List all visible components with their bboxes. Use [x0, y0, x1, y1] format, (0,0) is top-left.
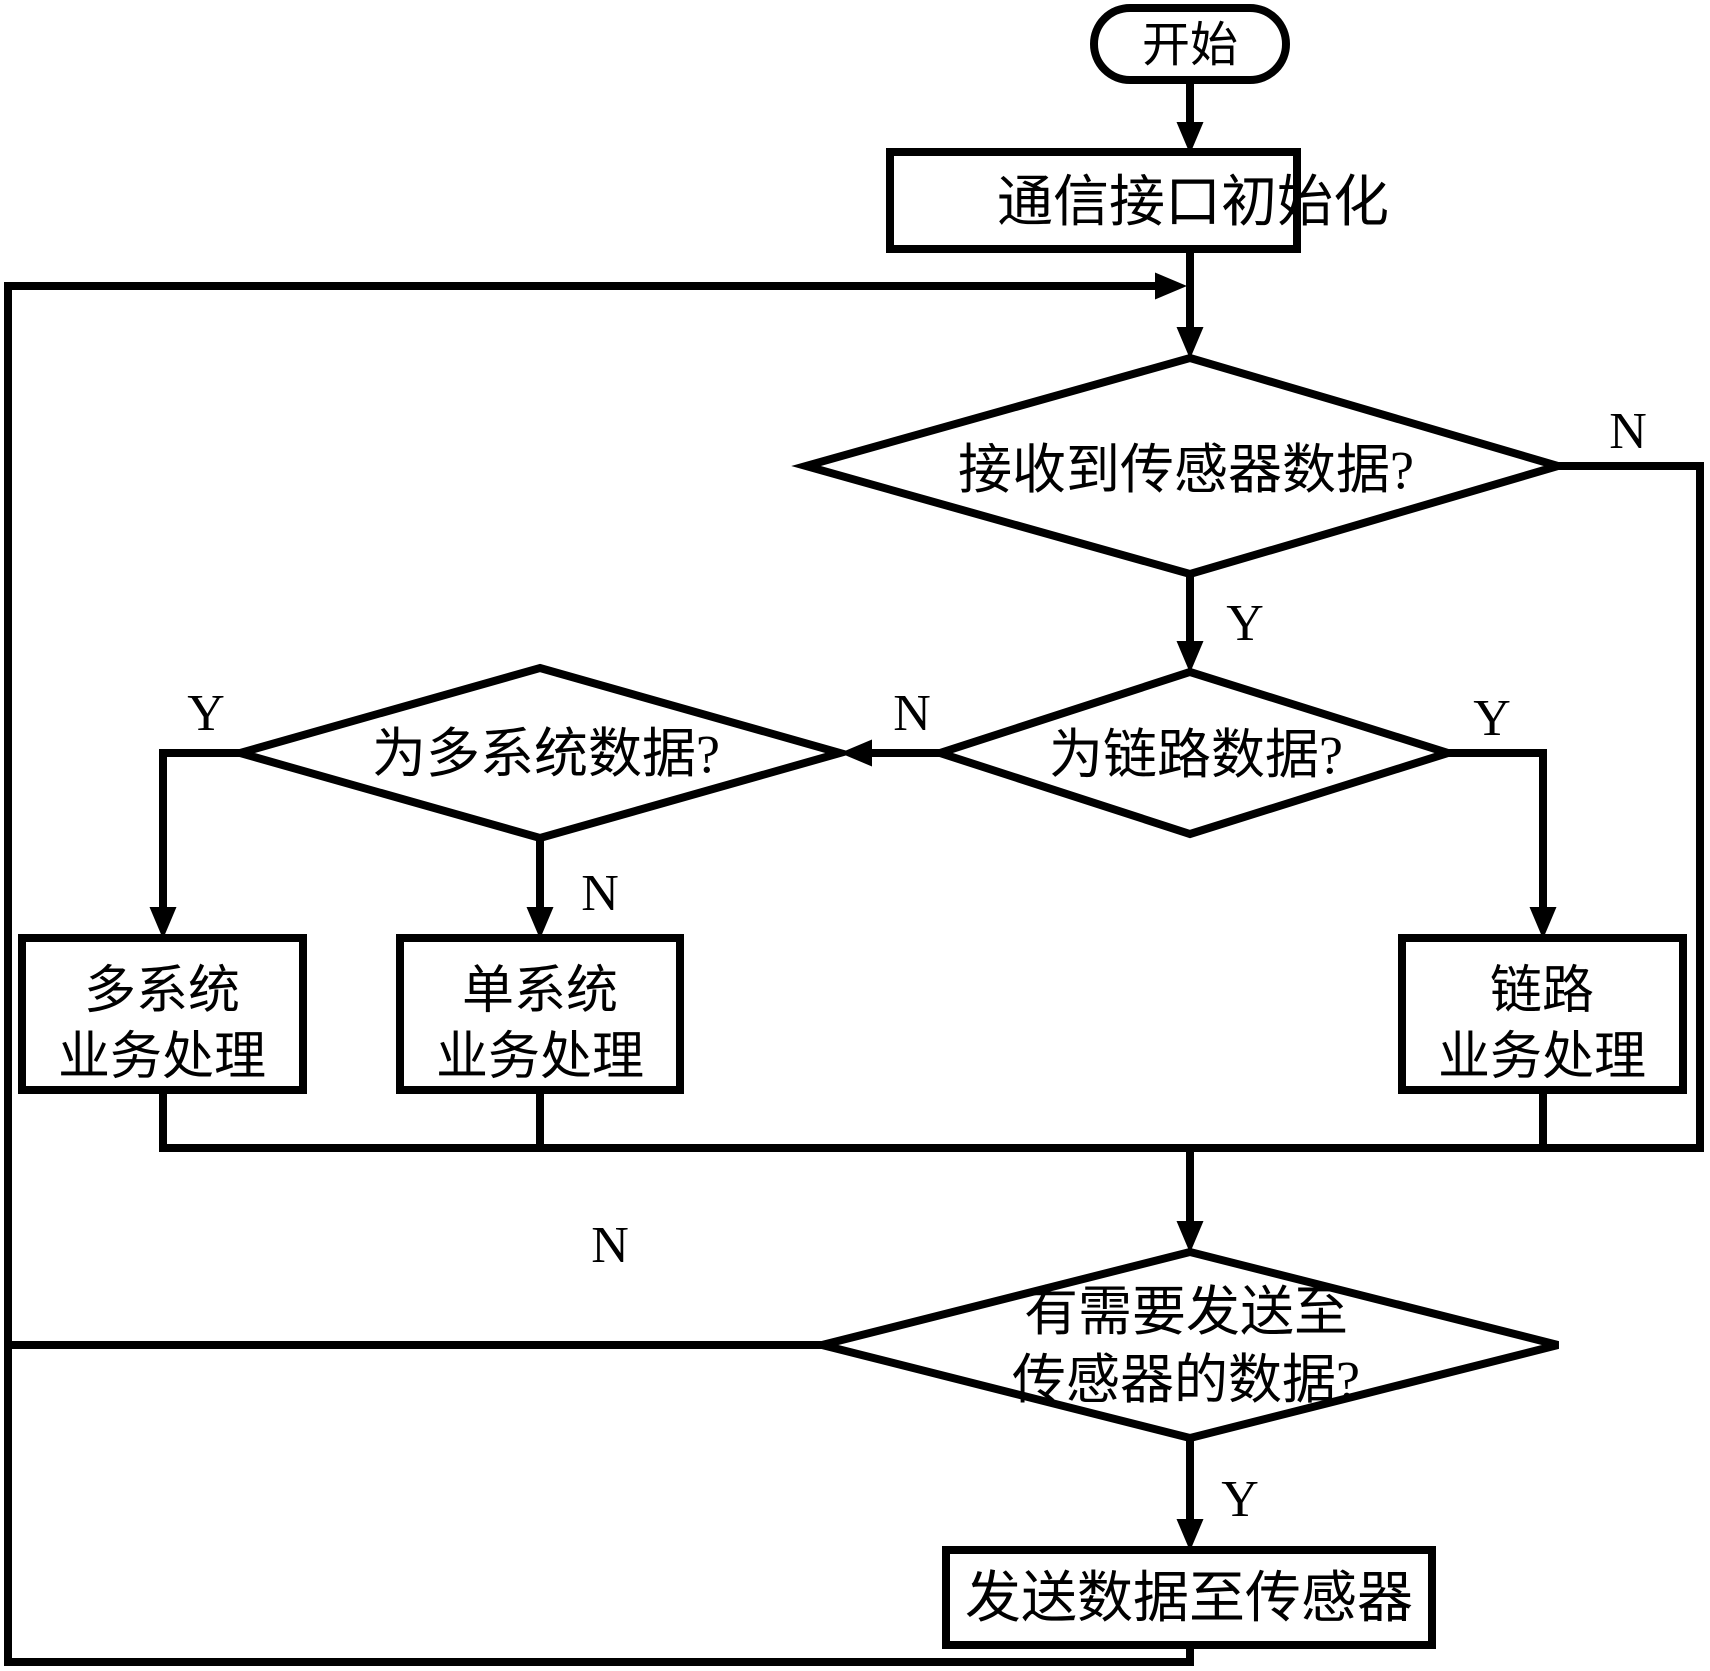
arrowhead-multi-process	[149, 907, 177, 939]
send-decision-shape	[821, 1247, 1559, 1443]
multi-decision-node: 为多系统数据?	[225, 663, 855, 843]
multi-yes-label: Y	[187, 685, 225, 742]
link-process-shape	[1398, 934, 1687, 1094]
link-decision-shape	[927, 667, 1462, 839]
link-decision-node: 为链路数据?	[927, 667, 1462, 839]
link-process-label-line2: 业务处理	[1438, 1029, 1646, 1086]
multi-process-node: 多系统 业务处理	[18, 934, 307, 1094]
recv-no-label: N	[1609, 403, 1647, 460]
recv-decision-shape	[791, 353, 1573, 579]
arrowhead-single-process	[526, 907, 554, 939]
recv-decision-node: 接收到传感器数据?	[791, 353, 1573, 579]
arrowhead-multi-decision	[840, 739, 872, 767]
link-process-node: 链路 业务处理	[1398, 934, 1687, 1094]
recv-yes-label: Y	[1226, 595, 1264, 652]
link-decision-label: 为链路数据?	[1049, 725, 1343, 785]
recv-decision-label: 接收到传感器数据?	[958, 440, 1414, 500]
start-terminator-shape	[1090, 4, 1290, 84]
single-process-node: 单系统 业务处理	[396, 934, 684, 1094]
arrowhead-recv-decision	[1176, 327, 1204, 359]
edge-return-loop	[4, 282, 1194, 1666]
arrowhead-init	[1176, 122, 1204, 154]
init-process-shape	[886, 148, 1301, 253]
send-yes-label: Y	[1221, 1471, 1259, 1528]
send-process-node: 发送数据至传感器	[942, 1546, 1436, 1649]
send-no-label: N	[591, 1217, 629, 1274]
edge-recv-no	[1558, 462, 1704, 1152]
send-decision-label-line1: 有需要发送至	[1024, 1282, 1348, 1342]
link-no-label: N	[893, 685, 931, 742]
arrowhead-link-decision	[1176, 641, 1204, 673]
link-yes-label: Y	[1473, 690, 1511, 747]
multi-decision-label: 为多系统数据?	[372, 724, 720, 784]
edge-multi-yes	[159, 749, 240, 908]
send-process-shape	[942, 1546, 1436, 1649]
single-process-label-line2: 业务处理	[436, 1029, 644, 1086]
start-node: 开始	[1090, 4, 1290, 84]
arrowhead-feedback-junction	[1155, 272, 1187, 300]
multi-no-label: N	[581, 865, 619, 922]
arrowhead-send-decision	[1176, 1221, 1204, 1253]
single-process-shape	[396, 934, 684, 1094]
multi-decision-shape	[225, 663, 855, 843]
multi-process-label-line1: 多系统	[84, 963, 240, 1020]
init-node: 通信接口初始化	[886, 148, 1389, 253]
send-decision-node: 有需要发送至 传感器的数据?	[821, 1247, 1559, 1443]
arrowhead-send-process	[1176, 1519, 1204, 1551]
arrowhead-link-process	[1529, 907, 1557, 939]
init-label: 通信接口初始化	[997, 172, 1389, 234]
edge-link-yes	[1448, 749, 1547, 908]
multi-process-label-line2: 业务处理	[58, 1029, 266, 1086]
start-label: 开始	[1142, 19, 1238, 72]
multi-process-shape	[18, 934, 307, 1094]
send-decision-label-line2: 传感器的数据?	[1012, 1350, 1360, 1410]
link-process-label-line1: 链路	[1490, 963, 1594, 1020]
send-process-label: 发送数据至传感器	[965, 1568, 1413, 1630]
single-process-label-line1: 单系统	[462, 963, 618, 1020]
